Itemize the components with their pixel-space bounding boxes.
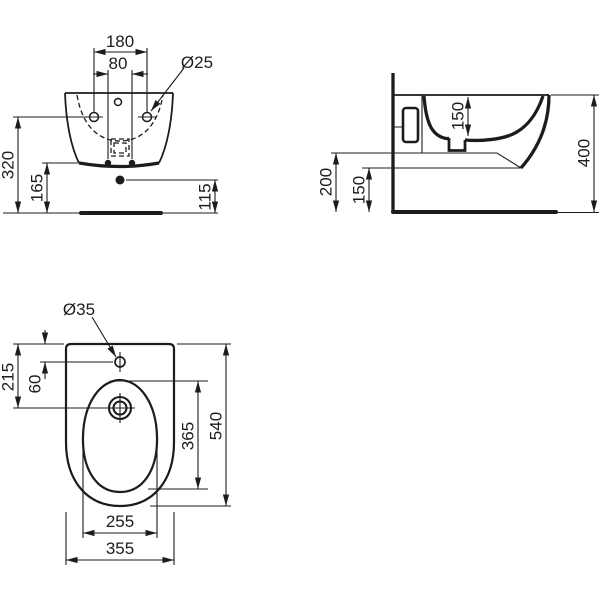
dim-80-ext bbox=[107, 70, 133, 159]
plan-bowl-outline bbox=[81, 378, 159, 494]
plan-view: Ø35 215 60 365 540 255 355 bbox=[0, 300, 231, 565]
front-bolt-left bbox=[104, 159, 112, 167]
dim-365-label: 365 bbox=[179, 422, 198, 450]
dim-25-leader bbox=[150, 67, 185, 112]
front-overflow-hole bbox=[113, 97, 123, 107]
dim-540-ext bbox=[150, 343, 231, 507]
plan-nozzle-outer bbox=[107, 395, 133, 421]
side-fixing-bracket bbox=[401, 106, 420, 144]
front-drain-hidden-inner bbox=[113, 142, 127, 154]
dim-355-label: 355 bbox=[106, 539, 134, 558]
dim-35-label: Ø35 bbox=[63, 300, 95, 319]
front-bowl-hidden-outline bbox=[76, 94, 164, 142]
dim-150-front-label: 150 bbox=[350, 176, 369, 204]
front-view: 180 80 Ø25 320 165 115 bbox=[0, 32, 219, 215]
dim-540-label: 540 bbox=[207, 412, 226, 440]
dim-180-label: 180 bbox=[106, 32, 134, 51]
front-bolt-right bbox=[128, 159, 136, 167]
dim-255-label: 255 bbox=[106, 512, 134, 531]
side-body-front-face bbox=[519, 94, 551, 170]
front-outlet-center bbox=[115, 175, 125, 185]
dim-80-label: 80 bbox=[109, 54, 128, 73]
side-body-underside bbox=[394, 152, 522, 169]
dim-215-ext bbox=[13, 343, 107, 409]
plan-nozzle-inner bbox=[112, 400, 128, 416]
dim-320-label: 320 bbox=[0, 151, 18, 179]
dim-165-label: 165 bbox=[28, 174, 47, 202]
side-bowl-back bbox=[422, 95, 449, 141]
side-bowl-front bbox=[464, 95, 545, 143]
dim-200-label: 200 bbox=[317, 168, 336, 196]
dim-115-label: 115 bbox=[196, 183, 215, 210]
front-body-bottom-edge bbox=[78, 161, 160, 169]
dim-355-ext bbox=[65, 512, 175, 565]
dim-215-label: 215 bbox=[0, 363, 18, 391]
dim-400-label: 400 bbox=[575, 139, 594, 167]
dim-180-ext bbox=[93, 48, 148, 112]
side-view: 150 200 150 400 bbox=[317, 73, 599, 214]
front-body-outline bbox=[64, 92, 174, 164]
front-drain-hidden-outer bbox=[110, 138, 130, 157]
dim-150-bowl-label: 150 bbox=[449, 102, 468, 130]
plan-tap-hole bbox=[114, 356, 126, 368]
dim-255-ext bbox=[82, 450, 158, 538]
dim-35-leader bbox=[91, 316, 117, 358]
side-back-section-line bbox=[394, 95, 423, 153]
dim-60-label: 60 bbox=[26, 375, 45, 394]
plan-body-outline bbox=[64, 342, 176, 508]
side-drain-pocket bbox=[447, 138, 467, 152]
dim-25-label: Ø25 bbox=[181, 53, 213, 72]
